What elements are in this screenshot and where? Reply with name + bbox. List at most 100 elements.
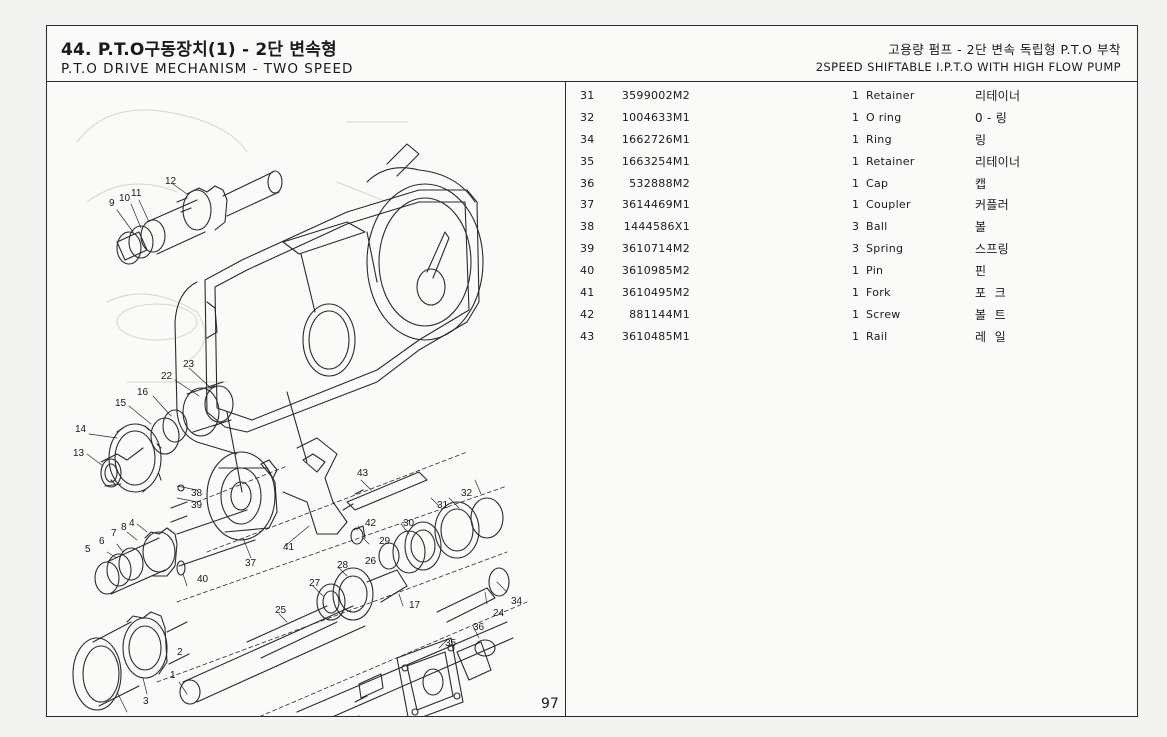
callout-17: 17 bbox=[409, 600, 421, 611]
quantity: 1 bbox=[852, 307, 860, 321]
ref-number: 41 bbox=[580, 286, 595, 300]
callout-43: 43 bbox=[357, 468, 369, 479]
callout-6: 6 bbox=[99, 536, 105, 547]
part-name-korean: 캡 bbox=[975, 176, 987, 191]
callout-22: 22 bbox=[161, 371, 173, 382]
bottom-flange-gear bbox=[72, 611, 190, 711]
quantity: 1 bbox=[852, 264, 860, 278]
ref-number: 39 bbox=[580, 242, 595, 256]
callout-25: 25 bbox=[275, 605, 287, 616]
callout-14: 14 bbox=[75, 424, 87, 435]
parts-row: 34 1662726M1 1 Ring 링 bbox=[566, 130, 1138, 152]
part-number: 1662726M1 bbox=[621, 132, 690, 146]
callout-41: 41 bbox=[283, 542, 295, 553]
part-number: 3610495M2 bbox=[621, 286, 690, 300]
callout-42: 42 bbox=[365, 518, 377, 529]
part-name-korean: 리테이너 bbox=[975, 89, 1021, 103]
ref-number: 40 bbox=[580, 264, 595, 278]
ref-number: 35 bbox=[580, 154, 595, 168]
part-name-english: Retainer bbox=[866, 89, 915, 102]
quantity: 1 bbox=[852, 198, 860, 212]
callout-numbers: 1 2 3 4 5 6 7 8 9 10 11 12 13 14 15 16 1… bbox=[73, 176, 523, 707]
page-number: 97 bbox=[541, 696, 559, 712]
part-name-english: Coupler bbox=[866, 198, 911, 212]
part-name-english: Screw bbox=[866, 307, 901, 321]
callout-3: 3 bbox=[143, 696, 149, 707]
ref-number: 36 bbox=[580, 176, 595, 190]
callout-7: 7 bbox=[111, 528, 117, 539]
callout-2: 2 bbox=[177, 647, 183, 658]
part-name-english: Cap bbox=[866, 176, 889, 190]
callout-27: 27 bbox=[309, 578, 321, 589]
callout-1: 1 bbox=[170, 670, 176, 681]
ref-number: 37 bbox=[580, 198, 595, 212]
parts-row: 41 3610495M2 1 Fork 포 크 bbox=[566, 283, 1138, 305]
callout-12: 12 bbox=[165, 176, 177, 187]
callout-23: 23 bbox=[183, 359, 195, 370]
part-name-korean: 리테이너 bbox=[975, 154, 1021, 169]
page-title-english: P.T.O DRIVE MECHANISM - TWO SPEED bbox=[61, 61, 354, 77]
quantity: 1 bbox=[852, 286, 860, 300]
upper-shaft-assembly bbox=[116, 170, 283, 265]
callout-32: 32 bbox=[461, 488, 473, 499]
part-name-korean: 스프링 bbox=[975, 242, 1010, 257]
part-number: 1663254M1 bbox=[621, 154, 690, 168]
catalog-page: 44. P.T.O구동장치(1) - 2단 변속형 P.T.O DRIVE ME… bbox=[46, 25, 1138, 729]
ref-number: 34 bbox=[580, 132, 595, 146]
quantity: 1 bbox=[852, 154, 860, 168]
part-name-korean: 레 일 bbox=[975, 329, 1006, 344]
quantity: 1 bbox=[852, 110, 860, 124]
bleed-through-marks bbox=[76, 109, 408, 383]
callout-10: 10 bbox=[119, 193, 131, 204]
callout-28: 28 bbox=[337, 560, 349, 571]
callout-5: 5 bbox=[85, 544, 91, 555]
quantity: 3 bbox=[852, 242, 860, 256]
callout-9: 9 bbox=[109, 198, 115, 209]
callout-30: 30 bbox=[403, 518, 415, 529]
part-name-english: Spring bbox=[866, 242, 904, 256]
part-number: 881144M1 bbox=[629, 307, 690, 321]
callout-35: 35 bbox=[445, 638, 457, 649]
left-gear-stack bbox=[100, 381, 234, 493]
parts-row: 42 881144M1 1 Screw 볼 트 bbox=[566, 305, 1138, 327]
callout-leaders bbox=[86, 183, 508, 713]
quantity: 1 bbox=[852, 329, 860, 343]
callout-4: 4 bbox=[129, 518, 135, 529]
exploded-diagram: 1 2 3 4 5 6 7 8 9 10 11 12 13 14 15 16 1… bbox=[47, 82, 565, 729]
exploded-diagram-drawing: 1 2 3 4 5 6 7 8 9 10 11 12 13 14 15 16 1… bbox=[72, 109, 528, 729]
bottom-bracket-cap bbox=[396, 637, 496, 723]
part-name-korean: 커플러 bbox=[975, 198, 1010, 213]
part-number: 3610714M2 bbox=[621, 242, 690, 256]
header-divider bbox=[47, 81, 1137, 82]
callout-37: 37 bbox=[245, 558, 257, 569]
callout-31: 31 bbox=[437, 500, 449, 511]
part-name-korean: 볼 트 bbox=[975, 307, 1006, 322]
part-name-korean: 포 크 bbox=[975, 286, 1006, 301]
parts-row: 32 1004633M1 1 O ring 0 - 링 bbox=[566, 108, 1138, 130]
callout-40: 40 bbox=[197, 574, 209, 585]
part-name-english: Rail bbox=[866, 329, 888, 343]
parts-row: 37 3614469M1 1 Coupler 커플러 bbox=[566, 195, 1138, 217]
part-name-english: Fork bbox=[866, 286, 891, 300]
parts-row: 40 3610985M2 1 Pin 핀 bbox=[566, 261, 1138, 283]
part-number: 532888M2 bbox=[629, 176, 690, 190]
page-subtitle-english: 2SPEED SHIFTABLE I.P.T.O WITH HIGH FLOW … bbox=[815, 60, 1121, 74]
assembly-guide-lines bbox=[156, 451, 528, 723]
gearbox-housing bbox=[174, 143, 484, 493]
parts-row: 31 3599002M2 1 Retainer 리테이너 bbox=[566, 86, 1138, 108]
ref-number: 42 bbox=[580, 307, 595, 321]
part-number: 3599002M2 bbox=[621, 89, 690, 102]
callout-26: 26 bbox=[365, 556, 377, 567]
part-name-english: Ring bbox=[866, 132, 892, 146]
quantity: 1 bbox=[852, 132, 860, 146]
part-number: 1004633M1 bbox=[621, 110, 690, 124]
part-number: 3610985M2 bbox=[621, 264, 690, 278]
part-name-english: Pin bbox=[866, 264, 884, 278]
shift-shaft-assembly bbox=[179, 497, 514, 729]
ref-number: 38 bbox=[580, 220, 595, 234]
quantity: 3 bbox=[852, 220, 860, 234]
part-name-korean: 링 bbox=[975, 132, 987, 147]
parts-row: 36 532888M2 1 Cap 캡 bbox=[566, 174, 1138, 196]
ref-number: 32 bbox=[580, 110, 595, 124]
part-name-korean: 0 - 링 bbox=[975, 110, 1008, 125]
